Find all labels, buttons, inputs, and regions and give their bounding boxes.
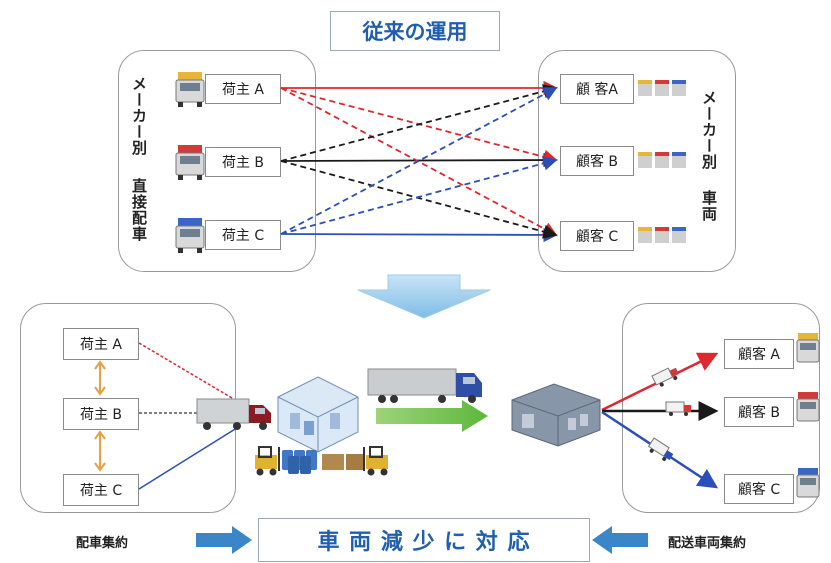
truck-icon	[796, 468, 820, 498]
top-title-text: 従来の運用	[362, 20, 468, 44]
line-b-to-a	[280, 84, 558, 162]
right-arrow-icon	[376, 400, 488, 432]
truck-icon	[367, 368, 482, 403]
forklift-icon	[363, 446, 388, 476]
top-customer-c: 顧客 C	[560, 221, 634, 251]
top-customer-a: 顧 客A	[560, 74, 634, 104]
top-customer-b: 顧客 B	[560, 146, 634, 176]
top-right-vlabel-1: メーカー別	[700, 90, 718, 170]
truck-icon	[175, 218, 205, 253]
bottom-shipper-b: 荷主 B	[63, 398, 139, 430]
top-connectors	[280, 80, 558, 243]
line-c-to-b	[280, 156, 558, 235]
line-c-to-c	[280, 227, 558, 243]
left-caption: 配車集約	[76, 536, 129, 551]
line-c-to-a	[280, 87, 558, 235]
top-left-vlabel-2: 直接配車	[130, 178, 148, 242]
truck-icon	[647, 437, 674, 461]
down-arrow-icon	[357, 274, 491, 319]
bottom-left-connectors	[138, 342, 241, 490]
truck-row-icon	[638, 80, 686, 243]
barrels-icon	[282, 450, 364, 474]
top-left-vlabel-1: メーカー別	[130, 76, 148, 156]
line-b-to-c	[280, 160, 558, 239]
right-caption: 配送車両集約	[668, 536, 747, 551]
bottom-shipper-c: 荷主 C	[63, 474, 139, 506]
truck-icon	[196, 398, 271, 430]
truck-icon	[796, 392, 820, 422]
truck-icon	[796, 333, 820, 363]
top-right-vlabel-2: 車両	[700, 190, 718, 222]
top-title: 従来の運用	[330, 11, 500, 51]
truck-icon	[175, 72, 205, 107]
delivery-center-icon	[511, 383, 601, 447]
bottom-customer-c: 顧客 C	[724, 474, 794, 504]
right-arrow-icon	[196, 526, 252, 554]
left-arrow-icon	[592, 526, 648, 554]
top-shipper-c: 荷主 C	[205, 220, 281, 250]
top-shipper-a: 荷主 A	[205, 74, 281, 104]
truck-icon	[665, 401, 691, 416]
top-shipper-b: 荷主 B	[205, 147, 281, 177]
bottom-customer-a: 顧客 A	[724, 339, 794, 369]
forklift-icon	[255, 446, 280, 476]
truck-icon	[651, 367, 679, 387]
truck-icon	[175, 145, 205, 180]
center-banner-text: 車 両 減 少 に 対 応	[317, 530, 531, 555]
bottom-shipper-a: 荷主 A	[63, 328, 139, 360]
center-banner: 車 両 減 少 に 対 応	[258, 518, 590, 562]
shipper-link-arrows	[94, 360, 106, 472]
warehouse-icon	[277, 376, 359, 453]
bottom-customer-b: 顧客 B	[724, 397, 794, 427]
